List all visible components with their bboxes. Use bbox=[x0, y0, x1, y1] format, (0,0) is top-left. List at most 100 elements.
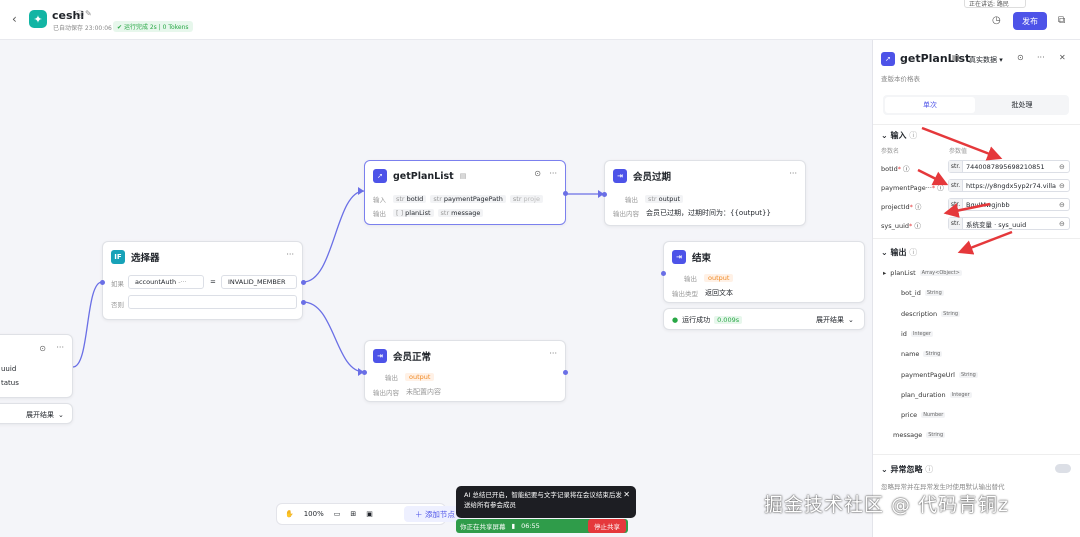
more-icon[interactable]: ··· bbox=[56, 343, 64, 352]
condition-left[interactable]: accountAuth -··· bbox=[128, 275, 204, 289]
exception-section-header[interactable]: ⌄ 异常忽略 ⓘ bbox=[881, 465, 934, 474]
data-mode-select[interactable]: 真实数据 ▾ bbox=[969, 56, 1003, 64]
input-port[interactable] bbox=[661, 271, 666, 276]
ai-summary-toast: AI 总结已开启，智能纪要与文字记录将在会议结束后发送给所有参会成员 ✕ bbox=[456, 486, 636, 518]
variable-icon: ⊖ bbox=[1059, 162, 1065, 171]
normal-title: 会员正常 bbox=[393, 352, 432, 363]
edge-layer bbox=[72, 187, 604, 376]
else-slot[interactable] bbox=[128, 295, 297, 309]
edge-selector-getplan bbox=[302, 190, 365, 283]
info-icon[interactable]: ⓘ bbox=[76, 10, 84, 19]
param-input-sysuuid[interactable]: str.系统变量 · sys_uuid⊖ bbox=[948, 217, 1070, 230]
share-text: 你正在共享屏幕 bbox=[460, 523, 506, 531]
more-icon[interactable]: ··· bbox=[549, 349, 557, 358]
divider bbox=[873, 124, 1080, 125]
else-output-port[interactable] bbox=[301, 300, 306, 305]
autosave-status: 已自动保存 23:00:06 bbox=[53, 25, 112, 32]
annotation-arrow bbox=[917, 168, 949, 186]
output-port[interactable] bbox=[563, 370, 568, 375]
divider bbox=[873, 238, 1080, 239]
more-icon[interactable]: ··· bbox=[286, 250, 294, 259]
run-status-badge: ✔ 运行完成 2s | 0 Tokens bbox=[113, 21, 193, 32]
exception-toggle[interactable] bbox=[1055, 464, 1071, 473]
publish-button[interactable]: 发布 bbox=[1013, 12, 1047, 30]
copy-icon[interactable]: ⧉ bbox=[1058, 15, 1066, 26]
close-icon[interactable]: ✕ bbox=[623, 490, 630, 499]
edge-start-selector bbox=[72, 281, 103, 368]
input-port[interactable] bbox=[362, 370, 367, 375]
run-icon[interactable]: ⊙ bbox=[534, 169, 541, 178]
getplanlist-title: getPlanList bbox=[393, 170, 454, 182]
stop-share-button[interactable]: 停止共享 bbox=[588, 519, 626, 533]
variable-icon: ⊖ bbox=[1059, 219, 1065, 228]
panel-title: getPlanList bbox=[900, 52, 971, 65]
signal-icon: ▮ bbox=[511, 522, 516, 530]
hand-icon[interactable]: ✋ bbox=[285, 510, 294, 518]
input-port[interactable] bbox=[100, 280, 105, 285]
col-param: 参数名 bbox=[881, 148, 900, 155]
param-input-botid[interactable]: str.7440087895698210851⊖ bbox=[948, 160, 1070, 173]
expired-content: 输出内容会员已过期，过期时间为：{{output}} bbox=[613, 209, 771, 218]
comment-icon[interactable]: ▭ bbox=[333, 510, 341, 518]
condition-operator[interactable]: = bbox=[210, 278, 216, 286]
share-time: 06:55 bbox=[521, 522, 540, 530]
tab-single[interactable]: 单次 bbox=[885, 97, 975, 113]
output-section-header[interactable]: ⌄ 输出 ⓘ bbox=[881, 248, 918, 257]
check-circle-icon: ● bbox=[672, 316, 679, 324]
param-input-paymentpage[interactable]: str.https://y8ngdx5yp2r74.villa⊖ bbox=[948, 179, 1070, 192]
input-port[interactable] bbox=[602, 192, 607, 197]
start-field-1: uuid bbox=[1, 365, 17, 373]
run-icon[interactable]: ⊙ bbox=[1017, 53, 1024, 62]
layout-icon[interactable]: ▣ bbox=[366, 510, 373, 518]
doc-icon[interactable]: ▤ bbox=[952, 53, 960, 62]
output-port[interactable] bbox=[563, 191, 568, 196]
annotation-arrows bbox=[917, 126, 1013, 255]
back-chevron-icon[interactable]: ‹ bbox=[12, 12, 17, 26]
variable-icon: ⊖ bbox=[1059, 181, 1065, 190]
input-section-header[interactable]: ⌄ 输入 ⓘ bbox=[881, 131, 918, 140]
edit-icon[interactable]: ✎ bbox=[85, 9, 92, 18]
arrow-expired bbox=[598, 190, 604, 198]
run-icon[interactable]: ⊙ bbox=[39, 344, 46, 353]
end-expand-label[interactable]: 展开结果 ⌄ bbox=[816, 316, 854, 324]
minimap-icon[interactable]: ⊞ bbox=[350, 510, 357, 518]
expand-caret-icon[interactable]: ▸ bbox=[883, 269, 887, 277]
node-start[interactable]: ⊙ ··· uuid tatus bbox=[0, 334, 73, 398]
run-status-text: 运行完成 2s | 0 Tokens bbox=[123, 24, 189, 31]
zoom-level[interactable]: 100% bbox=[303, 510, 324, 518]
tab-batch[interactable]: 批处理 bbox=[1011, 101, 1033, 109]
more-icon[interactable]: ··· bbox=[1037, 53, 1045, 62]
close-icon[interactable]: ✕ bbox=[1059, 53, 1066, 62]
variable-icon: ⊖ bbox=[1059, 200, 1065, 209]
start-expand-results[interactable]: 展开结果 ⌄ bbox=[0, 403, 73, 424]
col-value: 参数值 bbox=[949, 148, 968, 155]
expired-title: 会员过期 bbox=[633, 172, 672, 183]
divider bbox=[873, 454, 1080, 455]
more-icon[interactable]: ··· bbox=[549, 169, 557, 178]
more-icon[interactable]: ··· bbox=[789, 169, 797, 178]
add-node-button[interactable]: ＋ 添加节点 bbox=[404, 506, 466, 522]
history-icon[interactable]: ◷ bbox=[992, 15, 1001, 26]
if-output-port[interactable] bbox=[301, 280, 306, 285]
start-expand-label: 展开结果 ⌄ bbox=[26, 411, 64, 419]
doc-icon[interactable]: ▤ bbox=[459, 172, 467, 180]
param-label: projectId* ⓘ bbox=[881, 203, 922, 211]
condition-right[interactable]: INVALID_MEMBER bbox=[221, 275, 297, 289]
annotation-arrow bbox=[943, 202, 991, 218]
output-node-icon: ⇥ bbox=[613, 169, 627, 183]
top-bar: ‹ ✦ ceshi ⓘ ✎ 已自动保存 23:00:06 ✔ 运行完成 2s |… bbox=[0, 0, 1080, 40]
